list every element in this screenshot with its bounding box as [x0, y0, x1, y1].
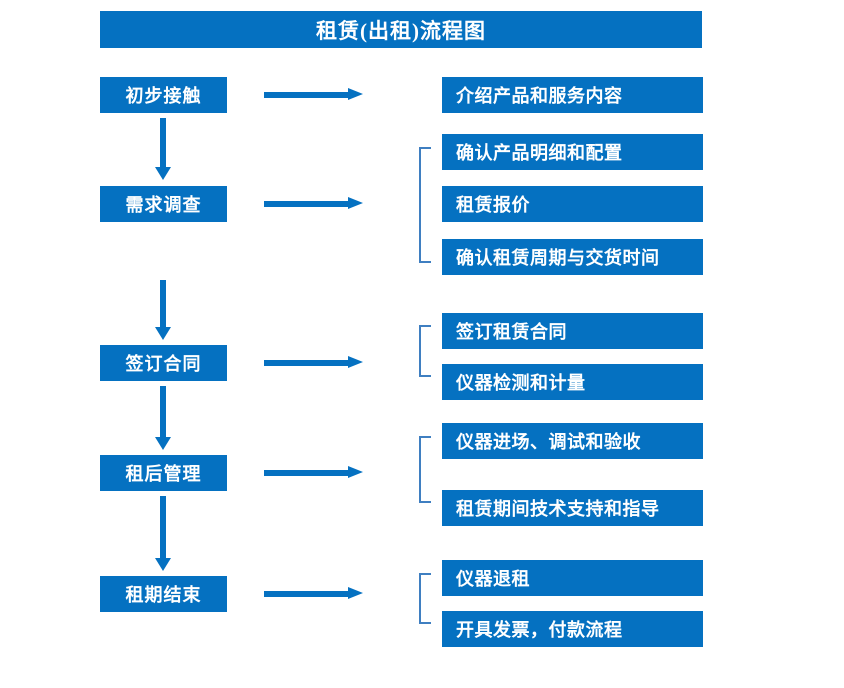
arrow-shaft	[264, 201, 350, 207]
arrow-head	[348, 88, 363, 100]
arrow-shaft	[160, 118, 166, 168]
detail-box-1[interactable]: 介绍产品和服务内容	[442, 77, 703, 113]
detail-arrow-right-3	[264, 356, 364, 369]
arrow-shaft	[264, 591, 350, 597]
arrow-head	[155, 167, 171, 180]
arrow-shaft	[160, 280, 166, 328]
detail-box-6[interactable]: 仪器检测和计量	[442, 364, 703, 400]
group-bracket-2	[419, 325, 431, 377]
stage-box-5[interactable]: 租期结束	[100, 576, 227, 612]
flow-arrow-down-4	[155, 496, 171, 571]
stage-box-3[interactable]: 签订合同	[100, 345, 227, 381]
arrow-head	[348, 466, 363, 478]
arrow-shaft	[264, 360, 350, 366]
arrow-head	[348, 587, 363, 599]
stage-box-1[interactable]: 初步接触	[100, 77, 227, 113]
detail-box-10[interactable]: 开具发票，付款流程	[442, 611, 703, 647]
detail-arrow-right-1	[264, 88, 364, 101]
detail-arrow-right-4	[264, 466, 364, 479]
flow-arrow-down-3	[155, 386, 171, 450]
stage-box-2[interactable]: 需求调查	[100, 186, 227, 222]
detail-box-8[interactable]: 租赁期间技术支持和指导	[442, 490, 703, 526]
group-bracket-4	[419, 573, 431, 624]
flow-arrow-down-2	[155, 280, 171, 340]
arrow-head	[155, 437, 171, 450]
arrow-shaft	[160, 496, 166, 559]
arrow-head	[155, 558, 171, 571]
arrow-shaft	[264, 92, 350, 98]
arrow-shaft	[160, 386, 166, 438]
detail-box-9[interactable]: 仪器退租	[442, 560, 703, 596]
group-bracket-1	[419, 147, 431, 263]
arrow-head	[155, 327, 171, 340]
stage-box-4[interactable]: 租后管理	[100, 455, 227, 491]
detail-box-5[interactable]: 签订租赁合同	[442, 313, 703, 349]
detail-box-4[interactable]: 确认租赁周期与交货时间	[442, 239, 703, 275]
detail-box-2[interactable]: 确认产品明细和配置	[442, 134, 703, 170]
arrow-shaft	[264, 470, 350, 476]
arrow-head	[348, 356, 363, 368]
arrow-head	[348, 197, 363, 209]
detail-box-3[interactable]: 租赁报价	[442, 186, 703, 222]
detail-box-7[interactable]: 仪器进场、调试和验收	[442, 423, 703, 459]
group-bracket-3	[419, 436, 431, 503]
detail-arrow-right-5	[264, 587, 364, 600]
chart-title: 租赁(出租)流程图	[100, 11, 702, 48]
flow-arrow-down-1	[155, 118, 171, 180]
detail-arrow-right-2	[264, 197, 364, 210]
